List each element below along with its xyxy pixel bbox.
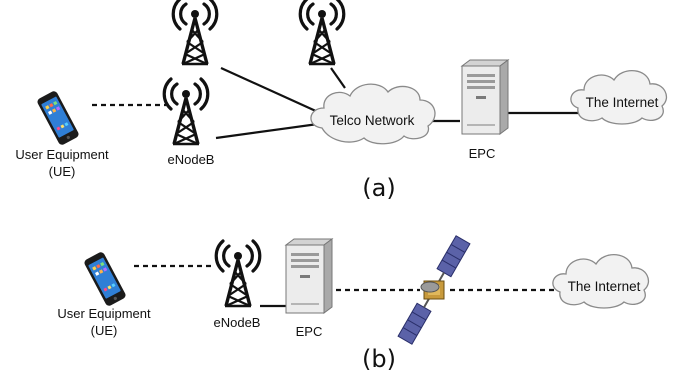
ue-label-line1: User Equipment xyxy=(15,147,109,162)
cloud-icon xyxy=(310,83,436,145)
internet-label: The Internet xyxy=(568,279,641,294)
cell-tower-icon xyxy=(298,0,346,66)
internet-label: The Internet xyxy=(586,95,659,110)
cell-tower-icon xyxy=(171,0,219,66)
panel-a: User Equipment (UE) eNodeB Telco Network… xyxy=(15,0,667,202)
ue-label-line1: User Equipment xyxy=(57,306,151,321)
cell-tower-icon xyxy=(214,239,262,308)
telco-network-label: Telco Network xyxy=(330,113,415,128)
epc-label: EPC xyxy=(296,324,323,339)
ue-label-line2: (UE) xyxy=(49,164,76,179)
panel-b: User Equipment (UE) eNodeB EPC The Inter… xyxy=(57,234,649,373)
enodeb-label: eNodeB xyxy=(168,152,215,167)
smartphone-icon xyxy=(83,250,127,308)
cell-tower-icon xyxy=(162,77,210,146)
panel-b-caption: (b) xyxy=(362,345,396,373)
tower-top-right-to-telco-link xyxy=(330,67,346,89)
tower-top-left-to-telco-link xyxy=(220,66,319,114)
enodeb-label: eNodeB xyxy=(214,315,261,330)
enodeb-to-telco-link xyxy=(215,122,319,140)
smartphone-icon xyxy=(36,89,80,147)
cloud-icon xyxy=(570,70,667,125)
server-icon xyxy=(285,238,333,314)
ue-label-line2: (UE) xyxy=(91,323,118,338)
epc-label: EPC xyxy=(469,146,496,161)
panel-a-caption: (a) xyxy=(362,174,395,202)
server-icon xyxy=(461,59,509,135)
cloud-icon xyxy=(552,254,649,309)
